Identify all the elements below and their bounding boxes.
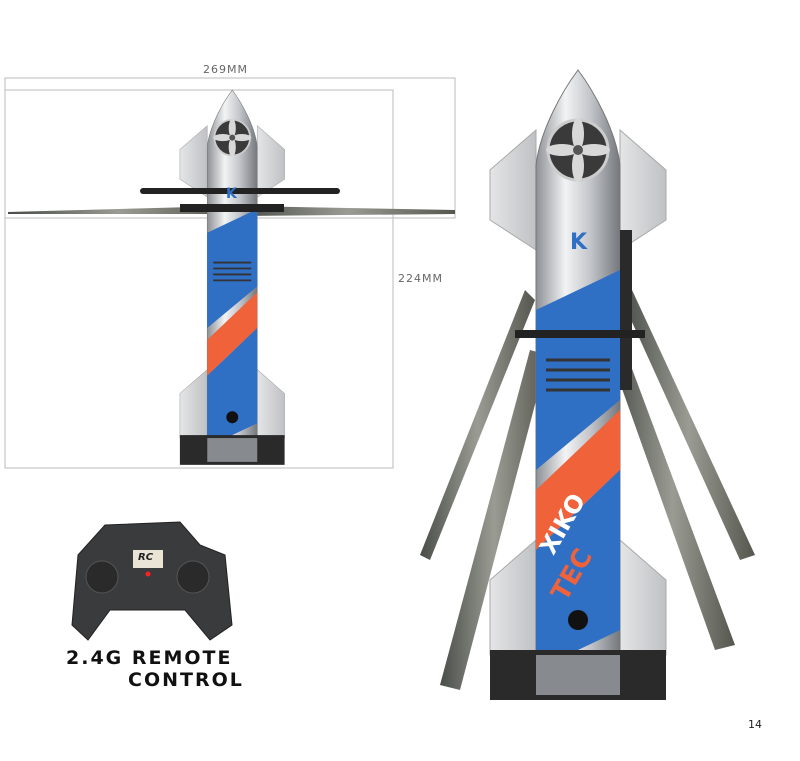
rocket-front-view — [420, 68, 755, 702]
logo-k-large: K — [570, 230, 588, 255]
page-number: 14 — [748, 718, 762, 731]
logo-k: K — [226, 186, 237, 202]
remote-label-line2: CONTROL — [128, 669, 244, 691]
dimension-width-label: 269MM — [203, 63, 248, 76]
dimension-height-label: 224MM — [398, 272, 443, 285]
remote-control — [71, 521, 233, 641]
rocket-top-view — [8, 89, 455, 466]
height-dimension-box — [4, 89, 394, 469]
remote-screen-logo: RC — [138, 552, 154, 563]
remote-label-line1: 2.4G REMOTE — [66, 647, 233, 669]
